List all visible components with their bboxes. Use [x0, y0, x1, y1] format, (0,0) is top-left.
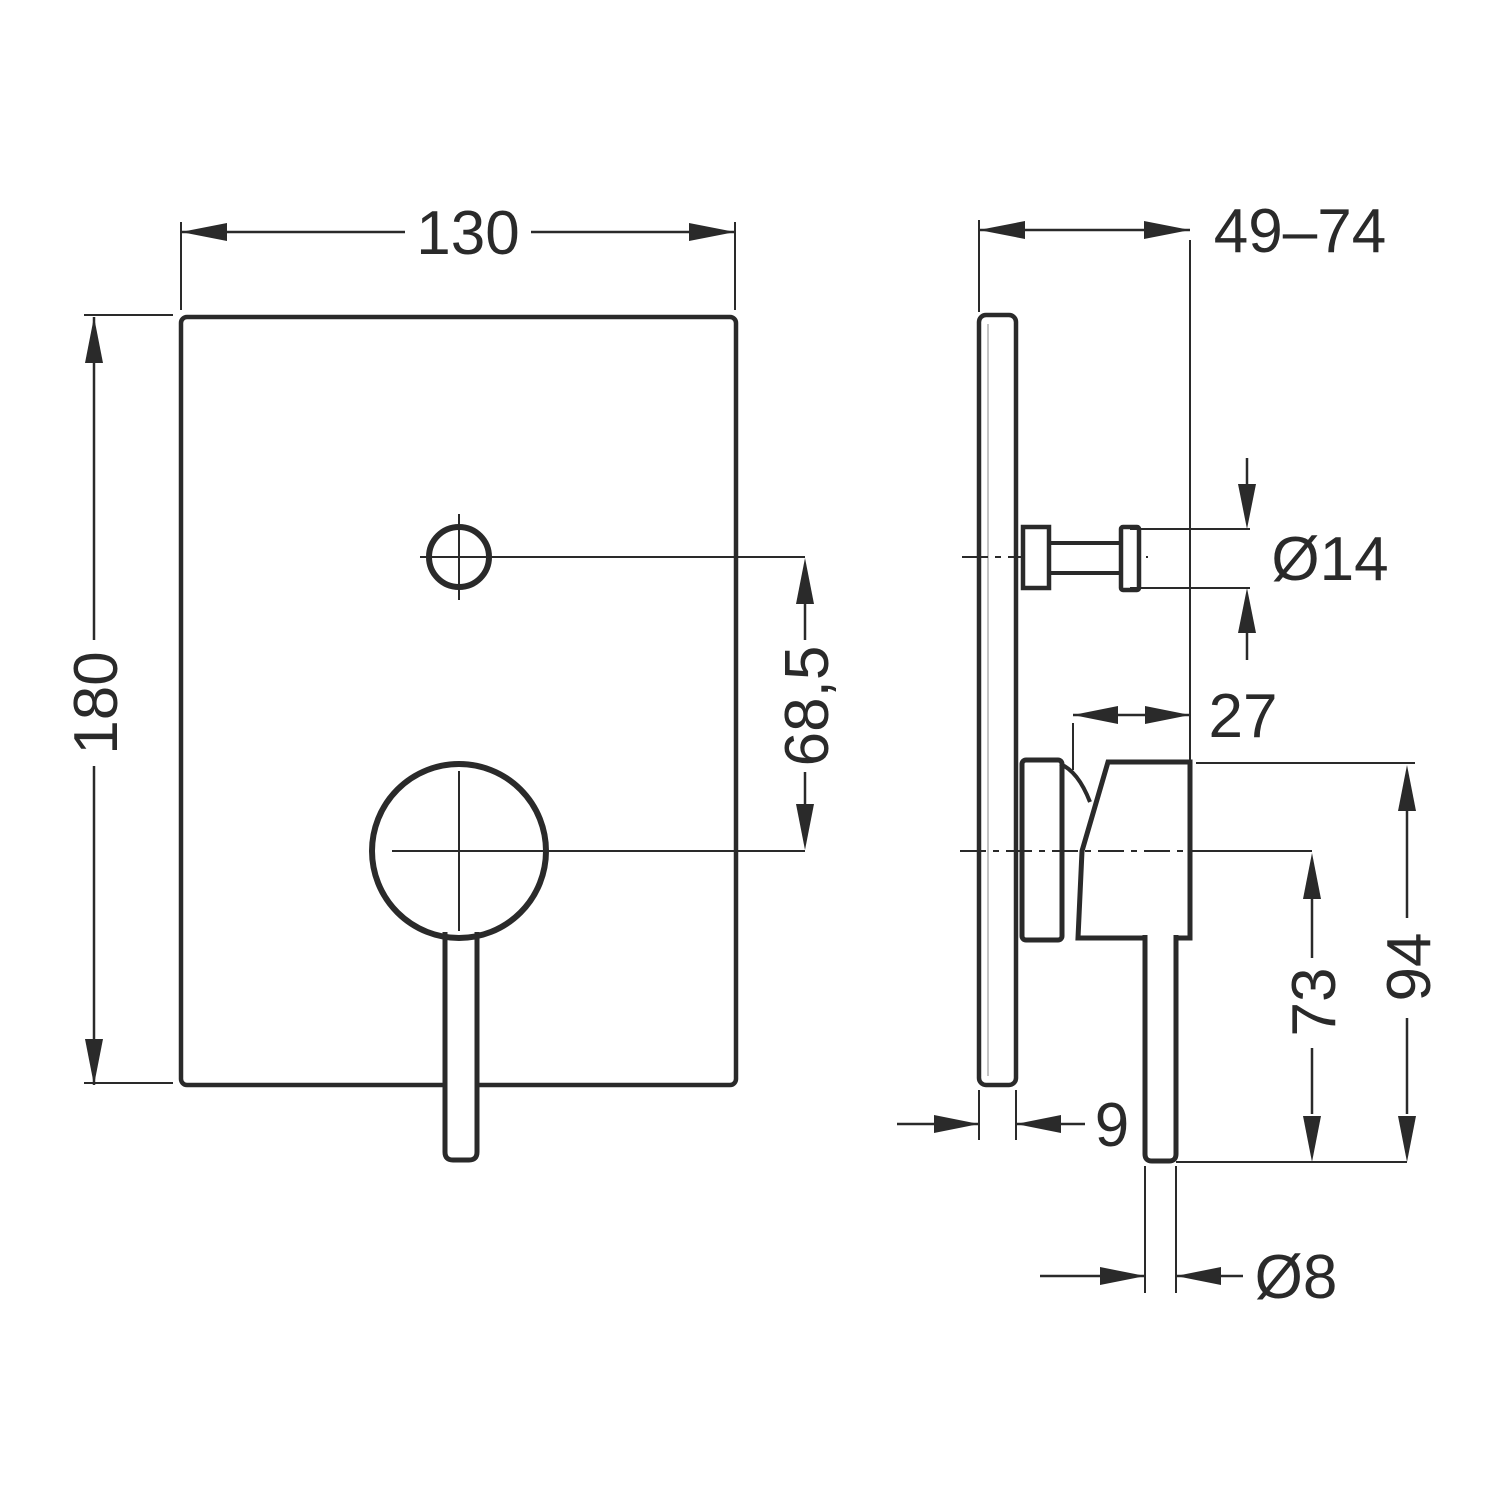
dim-label-body-depth: 27: [1209, 682, 1278, 751]
arrowhead-bottom: [85, 1039, 103, 1085]
dim-plate-width: 130: [181, 195, 735, 272]
arrowhead-up: [796, 558, 814, 604]
arrowhead-left: [1073, 706, 1118, 724]
knob-shaft: [1046, 541, 1123, 575]
handle-circle: [369, 761, 549, 941]
arrowhead-down: [1398, 1116, 1416, 1162]
diverter-button-circle: [426, 524, 492, 590]
handle-neck-arc: [1059, 762, 1092, 803]
dim-label-diverter-to-handle: 68,5: [773, 646, 842, 767]
diverter-knob: [1020, 524, 1142, 593]
dim-label-lever-total: 94: [1375, 933, 1444, 1002]
arrowhead-down: [1238, 484, 1256, 529]
arrowhead-up: [1238, 588, 1256, 633]
dim-handle-body-depth: 27: [1072, 678, 1281, 770]
dim-plate-height: 180: [58, 317, 135, 1085]
arrowhead-right: [934, 1115, 979, 1133]
dim-label-plate-thickness: 9: [1095, 1091, 1129, 1160]
dim-label-knob-diameter: Ø14: [1271, 525, 1388, 594]
extension-lines-height: [84, 314, 173, 1084]
arrowhead-left: [979, 221, 1025, 239]
extension-lines-knob: [1130, 528, 1250, 589]
dim-install-depth-range: 49–74: [979, 193, 1390, 270]
extension-lines-width: [180, 222, 736, 310]
arrowhead-right: [1144, 221, 1190, 239]
front-view: 130 180: [58, 195, 846, 1163]
knob-cap: [1118, 524, 1142, 593]
arrowhead-left: [1016, 1115, 1061, 1133]
arrowhead-up: [1303, 853, 1321, 899]
extension-lines-plate: [978, 1090, 1017, 1140]
arrowhead-down: [1303, 1116, 1321, 1162]
side-plate: [976, 312, 1019, 1088]
dim-diverter-to-handle: 68,5: [769, 558, 846, 850]
dim-plate-thickness: 9: [897, 1087, 1133, 1164]
dim-label-install-depth: 49–74: [1214, 197, 1386, 266]
arrowhead-left: [1176, 1267, 1221, 1285]
dim-label-lever-diameter: Ø8: [1255, 1243, 1338, 1312]
arrowhead-left: [181, 223, 227, 241]
dim-label-lever-from-center: 73: [1280, 968, 1349, 1037]
knob-base: [1020, 524, 1052, 591]
dim-lever-reach-from-center: 73: [1276, 853, 1353, 1162]
arrowhead-up: [1398, 765, 1416, 811]
arrowhead-right: [689, 223, 735, 241]
handle-lever-front: [442, 932, 480, 1163]
arrowhead-top: [85, 317, 103, 363]
arrowhead-right: [1100, 1267, 1145, 1285]
dim-label-plate-height: 180: [62, 651, 131, 754]
arrowhead-down: [796, 804, 814, 850]
dim-lever-diameter: Ø8: [1040, 1239, 1341, 1316]
dim-label-plate-width: 130: [416, 199, 519, 268]
dim-lever-reach-total: 94: [1371, 765, 1448, 1162]
arrowhead-right: [1145, 706, 1190, 724]
side-view: 49–74 Ø14: [897, 193, 1448, 1316]
dim-diverter-knob-diameter: Ø14: [1130, 458, 1393, 660]
lever-extension-lines: [1144, 1166, 1177, 1293]
handle-lever-side: [1142, 935, 1179, 1164]
